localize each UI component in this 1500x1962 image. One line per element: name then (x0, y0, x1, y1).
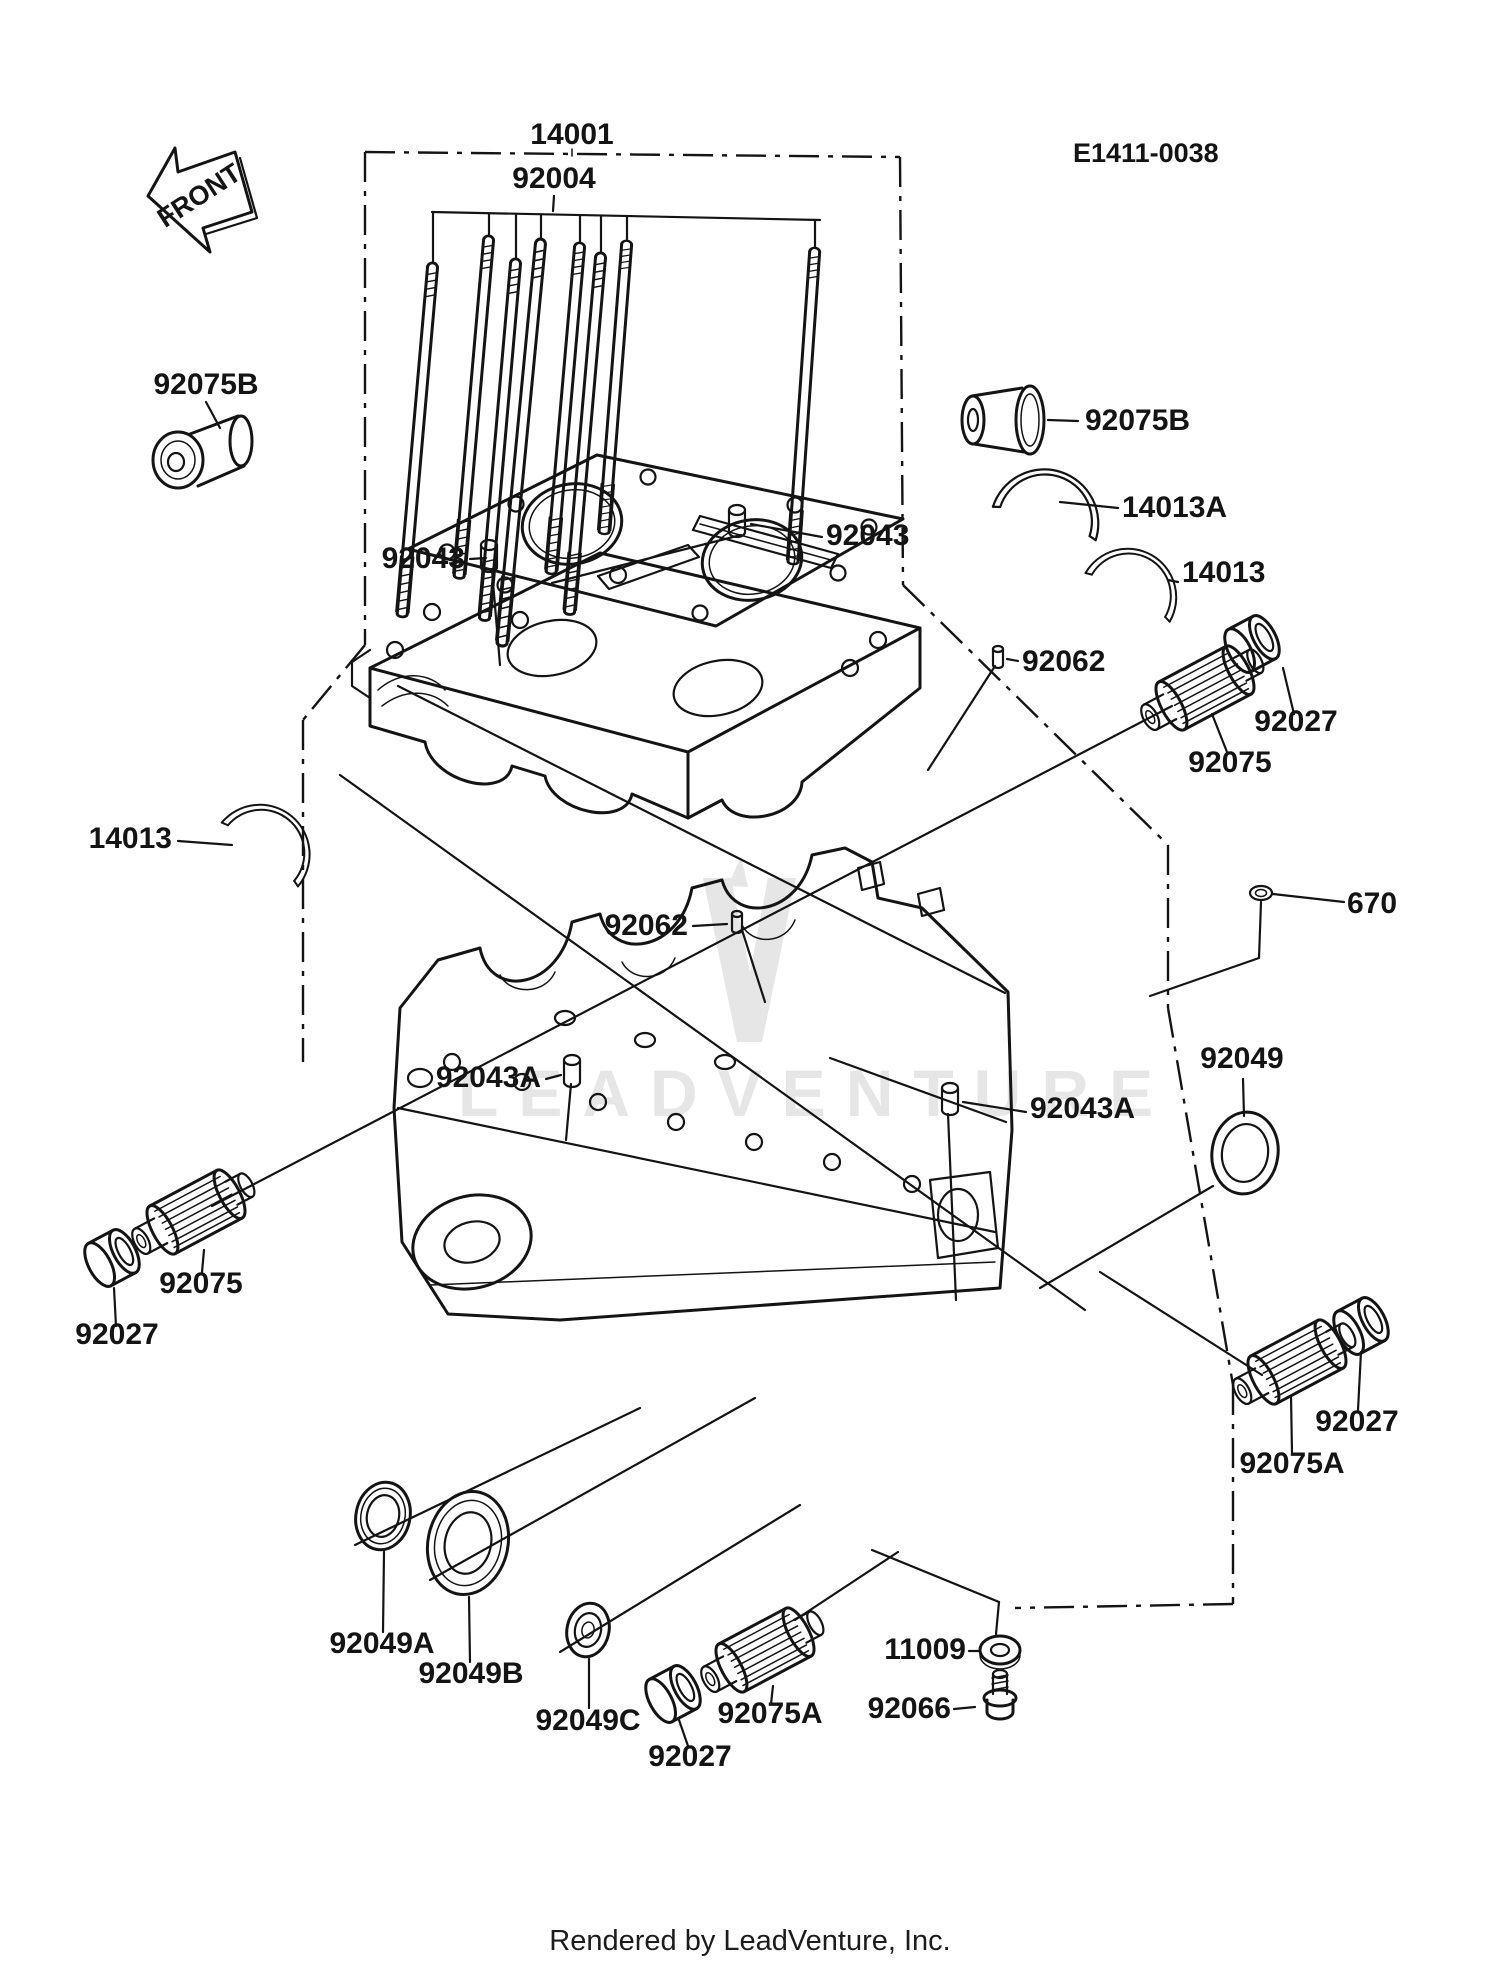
lower-crankcase (392, 846, 1014, 1322)
o-ring-670 (1248, 884, 1274, 902)
upper-crankcase (350, 514, 922, 820)
callout-670: 670 (1347, 887, 1397, 920)
oil-seal-92049c (565, 1601, 611, 1659)
callout-92004: 92004 (512, 162, 596, 195)
callout-92049: 92049 (1200, 1042, 1283, 1075)
cylinder-studs (393, 233, 823, 649)
bushing-92075b-left (151, 414, 254, 490)
assembly-boundary (301, 148, 1235, 1610)
callout-92043a-left: 92043A (436, 1061, 541, 1094)
half-ring-14013-left (220, 783, 331, 888)
callout-92062-lower: 92062 (605, 909, 688, 942)
callout-92075b-right: 92075B (1085, 404, 1190, 437)
oil-seal-92049 (1210, 1110, 1280, 1196)
callout-92049c: 92049C (535, 1704, 640, 1737)
callout-92075-lower-left: 92075 (159, 1267, 242, 1300)
callout-92049b: 92049B (418, 1657, 523, 1690)
callout-92075-upper-right: 92075 (1188, 746, 1271, 779)
front-arrow-label: FRONT (152, 157, 247, 233)
callout-14001: 14001 (530, 118, 613, 151)
callout-92066: 92066 (868, 1692, 951, 1725)
callout-92027-right: 92027 (1315, 1405, 1398, 1438)
stud-bracket (430, 194, 822, 264)
washer-11009 (978, 1634, 1022, 1670)
half-ring-14013a (991, 454, 1114, 542)
pin-92062-upper (991, 644, 1005, 670)
leader-lines (112, 400, 1363, 1748)
oil-seal-92049b (425, 1489, 511, 1597)
alignment-lines (210, 684, 1174, 1312)
callout-92043-right: 92043 (826, 519, 909, 552)
diagram-code: E1411-0038 (1073, 138, 1219, 168)
callout-92075b-left: 92075B (153, 368, 258, 401)
bushing-92075b-right (960, 384, 1046, 456)
half-ring-14013-right (1084, 529, 1195, 623)
callout-92075a-right: 92075A (1239, 1447, 1344, 1480)
callout-labels: 92075B 92075B 92043 92043 14013A 14013 1… (75, 368, 1398, 1773)
callout-92027-lower-left: 92027 (75, 1318, 158, 1351)
callout-14013a: 14013A (1122, 491, 1227, 524)
callout-92062-upper: 92062 (1022, 645, 1105, 678)
leadventure-watermark: LEADVENTURE (458, 856, 1173, 1130)
callout-11009: 11009 (884, 1633, 966, 1666)
callout-14013-right: 14013 (1182, 556, 1265, 589)
callout-92075a-bottom: 92075A (717, 1697, 822, 1730)
callout-92043a-right: 92043A (1030, 1092, 1135, 1125)
callout-92027-upper-right: 92027 (1254, 705, 1337, 738)
bushing-92027-bottom (638, 1659, 708, 1729)
callout-92049a: 92049A (329, 1627, 434, 1660)
callout-92027-bottom: 92027 (648, 1740, 731, 1773)
oil-seal-92049a (354, 1480, 412, 1552)
callout-14013-left: 14013 (89, 822, 172, 855)
watermark-text: LEADVENTURE (458, 1056, 1173, 1130)
plug-92066 (982, 1668, 1018, 1721)
front-arrow: FRONT (146, 146, 259, 254)
gear-92075-lower-left (120, 1157, 266, 1270)
gear-92075a-bottom (689, 1595, 835, 1708)
footer-credit: Rendered by LeadVenture, Inc. (549, 1925, 950, 1957)
callout-92043-left: 92043 (382, 542, 465, 575)
bushing-92027-lower-left (77, 1223, 147, 1293)
